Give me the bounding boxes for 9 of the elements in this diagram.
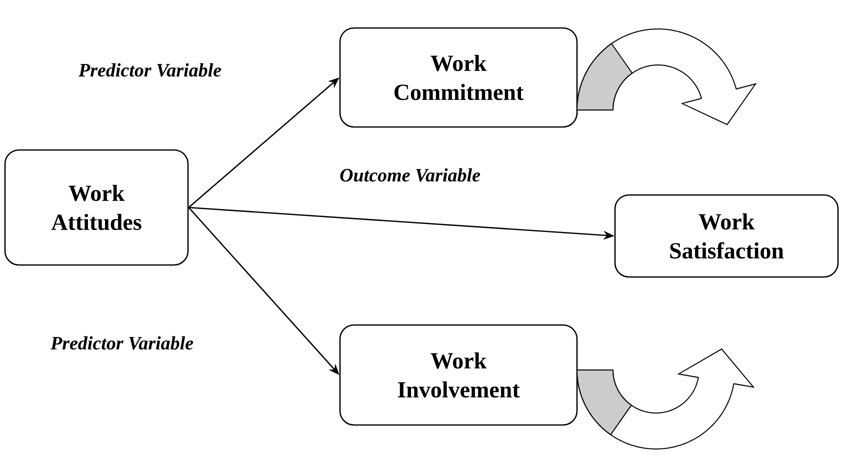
curved-arrow (576, 28, 757, 126)
process-box: Work Involvement (339, 324, 578, 426)
process-box: Work Commitment (339, 27, 578, 128)
axis-label: Predictor Variable (50, 336, 194, 350)
curved-arrow (576, 348, 755, 450)
axis-label: Predictor Variable (78, 63, 222, 77)
axis-label: Outcome Variable (340, 168, 480, 182)
process-box: Work Satisfaction (614, 194, 839, 278)
process-box: Work Attitudes (4, 149, 189, 266)
